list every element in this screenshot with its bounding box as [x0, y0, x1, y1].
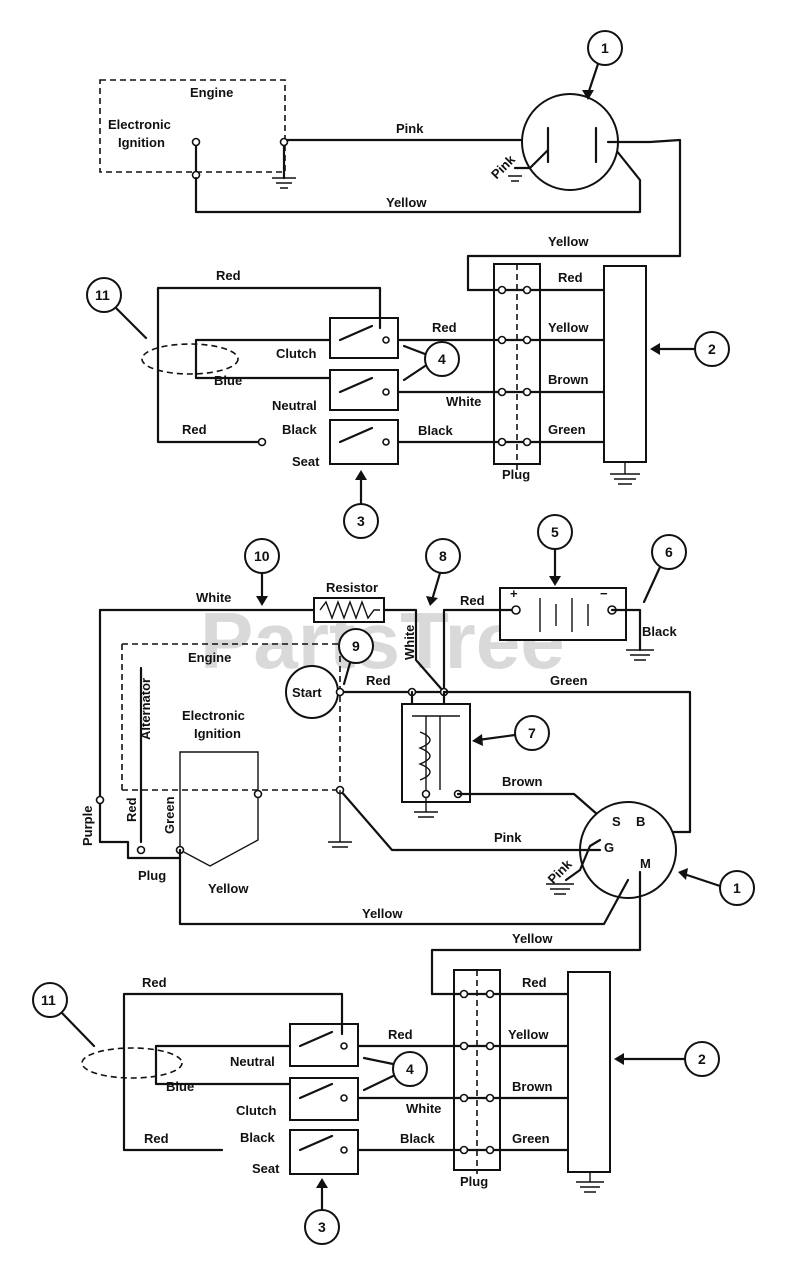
callout-5: 5 — [551, 524, 559, 540]
term-b: B — [636, 814, 645, 829]
label-pink: Pink — [396, 121, 424, 136]
callout-3: 3 — [357, 513, 365, 529]
label-yellow: Yellow — [386, 195, 427, 210]
term-s: S — [612, 814, 621, 829]
label-green-b: Green — [550, 673, 588, 688]
label-plug-b: Plug — [460, 1174, 488, 1189]
label-blue-b: Blue — [166, 1079, 194, 1094]
label-yellow-2: Yellow — [548, 234, 589, 249]
label-red-battery: Red — [460, 593, 485, 608]
label-electronic: Electronic — [108, 117, 171, 132]
battery-plus: + — [510, 586, 518, 601]
label-black-right-b: Black — [400, 1131, 435, 1146]
callout-11-bottom: 11 — [41, 992, 56, 1008]
label-green-right-b: Green — [512, 1131, 550, 1146]
label-start: Start — [292, 685, 322, 700]
label-ignition: Ignition — [118, 135, 165, 150]
label-clutch: Clutch — [276, 346, 317, 361]
label-black-left: Black — [282, 422, 317, 437]
module-top — [603, 265, 647, 463]
label-white: White — [446, 394, 481, 409]
callout-3-bottom: 3 — [318, 1219, 326, 1235]
battery — [499, 587, 627, 641]
label-red-bottom: Red — [182, 422, 207, 437]
label-seat: Seat — [292, 454, 320, 469]
label-red-top: Red — [216, 268, 241, 283]
label-yellow-right: Yellow — [548, 320, 589, 335]
callout-1: 1 — [601, 40, 609, 56]
label-engine: Engine — [190, 85, 233, 100]
label-neutral: Neutral — [272, 398, 317, 413]
label-red-start: Red — [366, 673, 391, 688]
seat-switch-b — [289, 1129, 359, 1175]
callout-2-bottom: 2 — [698, 1051, 706, 1067]
label-white-b: White — [196, 590, 231, 605]
callout-7: 7 — [528, 725, 536, 741]
callout-8: 8 — [439, 548, 447, 564]
callout-2: 2 — [708, 341, 716, 357]
callout-4: 4 — [438, 351, 446, 367]
label-yellow-2-b: Yellow — [512, 931, 553, 946]
callout-10: 10 — [254, 548, 270, 564]
label-white-vertical: White — [402, 625, 417, 660]
label-yellow-b: Yellow — [362, 906, 403, 921]
label-green: Green — [548, 422, 586, 437]
label-white-mid-b: White — [406, 1101, 441, 1116]
label-brown-b: Brown — [502, 774, 543, 789]
label-pink-b: Pink — [494, 830, 522, 845]
module-bottom — [567, 971, 611, 1173]
label-red-alt: Red — [124, 797, 139, 822]
label-plug: Plug — [502, 467, 530, 482]
label-yellow-left: Yellow — [208, 881, 249, 896]
label-electronic-b: Electronic — [182, 708, 245, 723]
label-green-alt: Green — [162, 796, 177, 834]
label-engine-b: Engine — [188, 650, 231, 665]
label-ignition-b: Ignition — [194, 726, 241, 741]
label-black-b: Black — [642, 624, 677, 639]
label-red-bottom-b: Red — [144, 1131, 169, 1146]
term-m: M — [640, 856, 651, 871]
label-brown: Brown — [548, 372, 589, 387]
label-neutral-b: Neutral — [230, 1054, 275, 1069]
callout-6: 6 — [665, 544, 673, 560]
label-red-mid: Red — [432, 320, 457, 335]
callout-1-bottom: 1 — [733, 880, 741, 896]
label-black-right: Black — [418, 423, 453, 438]
top-diagram: Engine Electronic Ignition Pink Yellow P… — [99, 79, 682, 485]
label-purple: Purple — [80, 806, 95, 846]
label-pink-switch: Pink — [488, 151, 519, 182]
label-yellow-right-b: Yellow — [508, 1027, 549, 1042]
label-red-right-b: Red — [522, 975, 547, 990]
label-seat-b: Seat — [252, 1161, 280, 1176]
label-pink-switch-b: Pink — [545, 856, 576, 887]
term-g: G — [604, 840, 614, 855]
label-black-left-b: Black — [240, 1130, 275, 1145]
label-resistor: Resistor — [326, 580, 378, 595]
label-plug-left: Plug — [138, 868, 166, 883]
label-red-right: Red — [558, 270, 583, 285]
battery-minus: − — [600, 586, 608, 601]
label-brown-right-b: Brown — [512, 1079, 553, 1094]
label-blue: Blue — [214, 373, 242, 388]
label-red-top-b: Red — [142, 975, 167, 990]
callouts: 1 2 3 4 11 5 6 7 8 9 — [32, 30, 755, 1245]
bottom-diagram: White Resistor White + − Red Black Engin… — [80, 580, 692, 1193]
ignition-switch — [521, 93, 619, 191]
label-red-mid-b: Red — [388, 1027, 413, 1042]
label-clutch-b: Clutch — [236, 1103, 277, 1118]
callout-11: 11 — [95, 287, 110, 303]
callout-9: 9 — [352, 638, 360, 654]
solenoid — [401, 703, 471, 803]
callout-4-bottom: 4 — [406, 1061, 414, 1077]
engine-box — [99, 79, 286, 173]
